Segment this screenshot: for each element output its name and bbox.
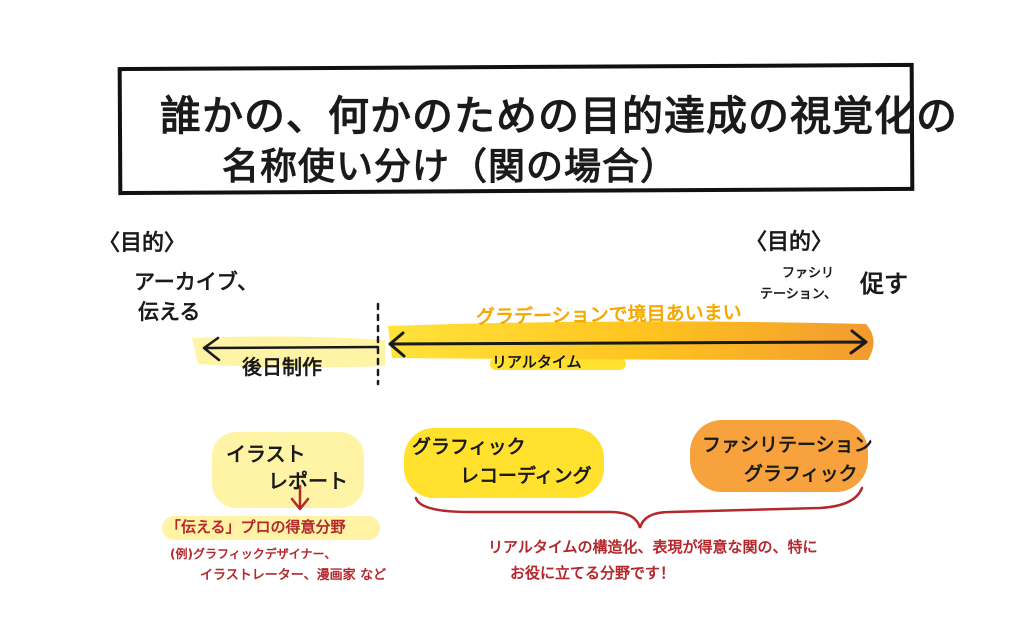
gradation-band: [388, 321, 874, 360]
illust-report-highlight: [212, 432, 364, 508]
illust-report-line-1: イラスト: [226, 442, 306, 466]
pro-label: 「伝える」プロの得意分野: [166, 518, 346, 536]
facilitation-graphic-highlight: [690, 420, 868, 492]
afterwork-band: [192, 336, 385, 368]
realtime-underline: [490, 358, 626, 370]
purpose-right-line-3: 促す: [860, 270, 908, 298]
afterwork-arrow: [202, 336, 380, 362]
purpose-right-label: 〈目的〉: [745, 230, 834, 255]
purpose-left-line-2: 伝える: [138, 300, 201, 324]
purpose-right-line-2: テーション、: [760, 287, 837, 302]
title-line-1: 誰かの、何かのための目的達成の視覚化の: [160, 92, 958, 140]
realtime-arrow: [388, 329, 868, 358]
down-arrow-icon: [290, 484, 310, 511]
example-line-2: イラストレーター、漫画家 など: [200, 568, 387, 583]
graphic-recording-line-2: レコーディング: [460, 465, 592, 487]
realtime-description-line-1: リアルタイムの構造化、表現が得意な関の、特に: [488, 538, 818, 556]
graphic-recording-highlight: [404, 428, 604, 498]
brace-icon: [414, 486, 864, 529]
pro-label-highlight: [162, 516, 380, 540]
realtime-description-line-2: お役に立てる分野です！: [510, 564, 676, 582]
purpose-left-label: 〈目的〉: [98, 231, 187, 256]
graphic-recording-line-1: グラフィック: [412, 436, 526, 458]
illust-report-line-2: レポート: [268, 469, 348, 493]
facilitation-graphic-line-2: グラフィック: [744, 463, 858, 485]
afterwork-label: 後日制作: [242, 355, 322, 379]
purpose-left-line-1: アーカイブ、: [134, 270, 259, 294]
realtime-label: リアルタイム: [492, 353, 582, 371]
purpose-right-line-1: ファシリ: [782, 266, 835, 281]
example-line-1: (例)グラフィックデザイナー、: [170, 547, 337, 561]
facilitation-graphic-line-1: ファシリテーション: [702, 434, 873, 456]
title-line-2: 名称使い分け（関の場合）: [222, 145, 678, 188]
gradation-label: グラデーションで境目あいまい: [475, 301, 742, 329]
